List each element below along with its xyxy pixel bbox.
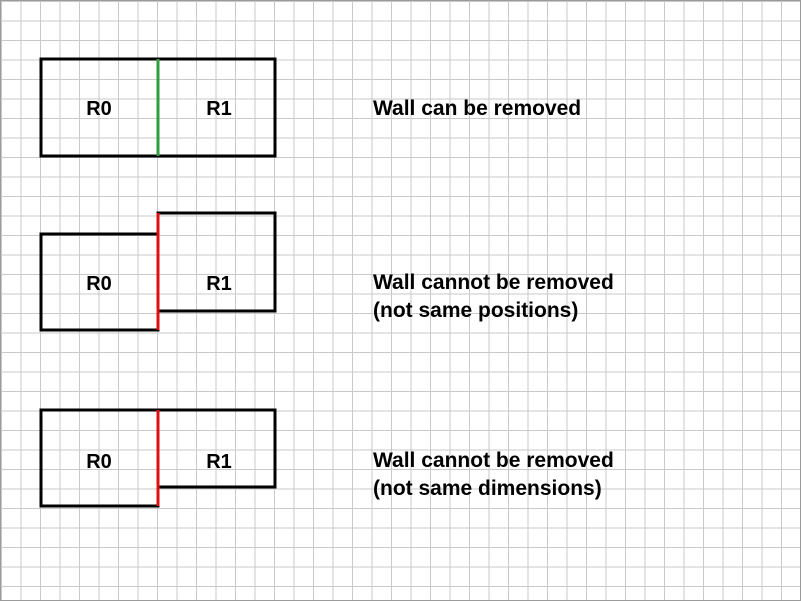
scenario-1-caption: Wall can be removed [373,95,581,123]
scenario-2-caption: Wall cannot be removed (not same positio… [373,269,614,325]
scenario-1-room-r1-outline [156,57,277,158]
scenario-3-room-r1-outline [156,408,277,489]
scenario-2-room-r0-outline [39,232,160,332]
scenario-2: R0 R1 [39,211,277,332]
scenario-3-caption-line-2: (not same dimensions) [373,477,602,500]
scenario-3-room-r0-outline [39,408,160,508]
scenario-3-r1-label: R1 [206,451,232,473]
scenario-1-room-r0-outline [39,57,160,158]
scenario-2-r0-label: R0 [86,273,112,295]
scenario-1-r0-label: R0 [86,98,112,120]
scenario-1-caption-line-1: Wall can be removed [373,97,582,120]
scenario-2-room-r1-outline [156,211,277,313]
scenario-3-caption-line-1: Wall cannot be removed [373,449,614,472]
scenario-3: R0 R1 [39,408,277,508]
scenario-1: R0 R1 [39,57,277,158]
scenario-3-r0-label: R0 [86,451,112,473]
scenario-3-caption: Wall cannot be removed (not same dimensi… [373,447,614,503]
scenario-2-r1-label: R1 [206,273,232,295]
scenario-2-caption-line-2: (not same positions) [373,299,579,322]
scenario-2-caption-line-1: Wall cannot be removed [373,271,614,294]
scenario-1-r1-label: R1 [206,98,232,120]
